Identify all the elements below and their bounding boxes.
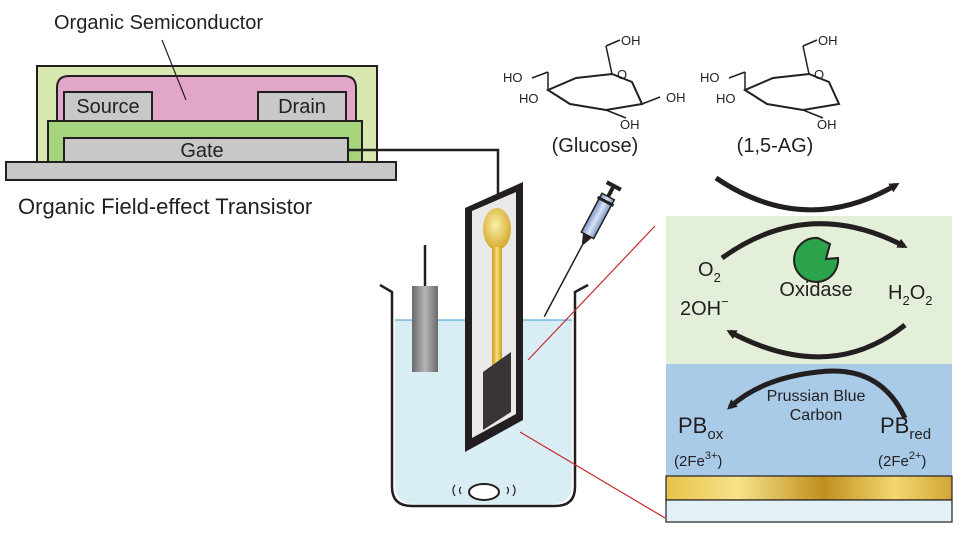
pb-cycle-arrow [727,368,908,420]
ag-ho-top: HO [700,70,720,85]
zoom-line-bottom [519,431,666,519]
glucose-ho-bottom: HO [519,91,539,106]
glucose-ho-top: HO [503,70,523,85]
sensing-area [483,352,511,430]
hydroxide-superscript: − [721,294,729,309]
syringe-icon [543,180,622,317]
ofet-title: Organic Field-effect Transistor [18,194,312,219]
glucose-oh-top: OH [621,33,641,48]
stir-bar [468,483,500,501]
glucose-oh-right: OH [666,90,686,105]
source-electrode [63,91,153,122]
fe3-label: (2Fe3+) [674,450,722,470]
pb-ox-subscript: ox [707,426,723,443]
pb-ox-label: PBox [678,413,724,443]
ag-ring-o: O [814,67,824,82]
gate-label: Gate [180,140,223,162]
ag-oh-top: OH [818,33,838,48]
beaker-wall [379,283,589,508]
fe2-label: (2Fe2+) [878,450,926,470]
ofet-device: Organic Semiconductor Source Drain Gate … [5,12,397,219]
glucose-name: (Glucose) [552,135,639,157]
ag-oh-bottom: OH [817,117,837,132]
ag-structure: OH O HO HO OH (1,5-AG) [700,33,841,157]
glucose-ring-o: O [617,67,627,82]
ofet-substrate [5,161,397,181]
prussian-blue-layer [666,364,952,476]
gold-lead [492,247,502,365]
ag-name: (1,5-AG) [737,135,814,157]
drain-electrode [257,91,347,122]
substrate-layer [665,499,953,523]
ag-ho-bottom: HO [716,91,736,106]
pb-red-label: PBred [880,413,931,443]
drain-label: Drain [278,96,326,118]
gate-electrode [63,137,349,163]
peroxide-to-hydroxide-arrow [726,323,907,360]
interface-panel [665,216,953,523]
reference-electrode [412,245,438,372]
gold-layer [665,475,953,501]
gold-contact-pad [483,208,511,250]
semiconductor-pointer [161,39,187,101]
substrate-arrow [714,175,900,213]
source-label: Source [76,96,139,118]
stir-motion-right [506,484,516,497]
semiconductor-label: Organic Semiconductor [54,12,263,34]
zoom-line-top [527,225,656,361]
oxidase-label: Oxidase [779,279,852,301]
glucose-oh-bottom: OH [620,117,640,132]
catalyst-label-line1: Prussian Blue [767,388,866,405]
enzyme-icon [793,236,840,283]
catalyst-label-line2: Carbon [790,407,842,424]
hydroxide-label: 2OH− [680,294,729,320]
h2o2-label: H2O2 [888,282,932,308]
pb-red-subscript: red [909,426,931,443]
o2-label: O2 [698,259,721,285]
o2-subscript: 2 [714,270,721,285]
stir-motion-left [452,484,462,497]
sensing-electrode [465,182,523,452]
glucose-structure: OH O HO HO OH OH (Glucose) [503,33,686,157]
oxygen-to-peroxide-arrow [720,221,908,261]
